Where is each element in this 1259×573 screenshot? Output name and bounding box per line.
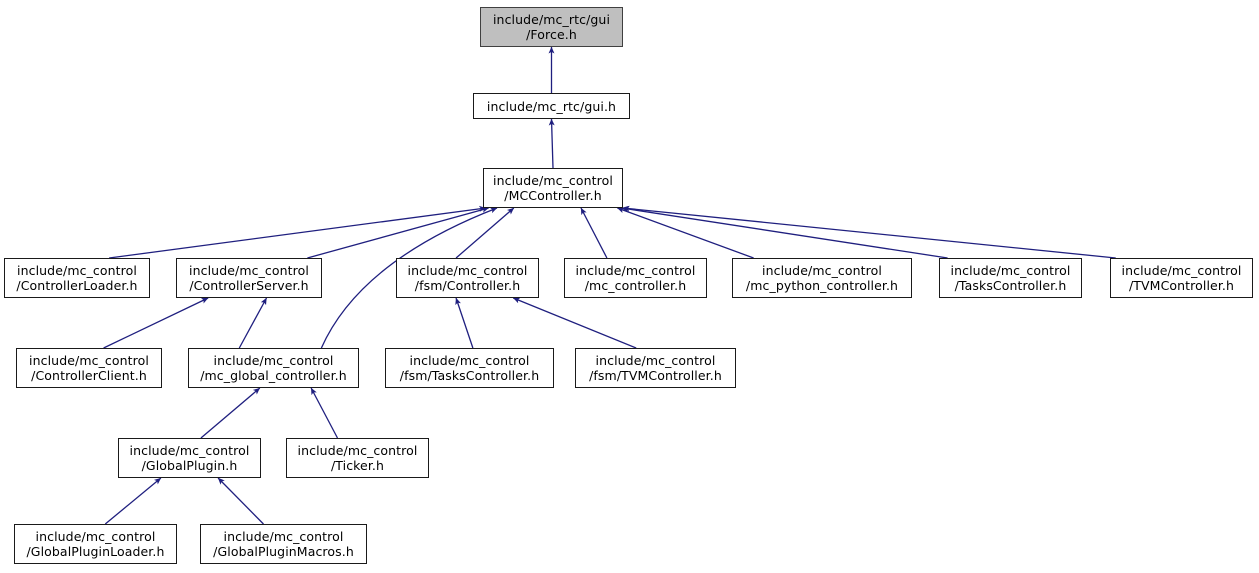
graph-edge-mcpython-to-mccontroller xyxy=(617,207,754,259)
graph-node-label: include/mc_control /MCController.h xyxy=(493,173,613,203)
graph-node-label: include/mc_control /GlobalPluginMacros.h xyxy=(213,529,354,559)
graph-node-label: include/mc_control /ControllerClient.h xyxy=(29,353,149,383)
graph-node-label: include/mc_control /mc_python_controller… xyxy=(745,263,899,293)
graph-edge-ticker-to-mcglobal xyxy=(310,387,339,439)
graph-edge-fsmtasks-to-fsmcontroller xyxy=(455,297,474,349)
graph-node-globalpluginmacros[interactable]: include/mc_control /GlobalPluginMacros.h xyxy=(200,524,367,564)
graph-node-label: include/mc_control /mc_global_controller… xyxy=(200,353,347,383)
graph-edge-globalpluginloader-to-globalplugin xyxy=(104,477,162,525)
graph-node-label: include/mc_control /Ticker.h xyxy=(297,443,418,473)
graph-node-label: include/mc_control /GlobalPluginLoader.h xyxy=(26,529,165,559)
graph-node-fsmtvm[interactable]: include/mc_control /fsm/TVMController.h xyxy=(575,348,736,388)
graph-node-tvmcontroller[interactable]: include/mc_control /TVMController.h xyxy=(1110,258,1253,298)
graph-node-force[interactable]: include/mc_rtc/gui /Force.h xyxy=(480,7,623,47)
graph-node-ticker[interactable]: include/mc_control /Ticker.h xyxy=(286,438,429,478)
graph-node-taskscontroller[interactable]: include/mc_control /TasksController.h xyxy=(939,258,1082,298)
graph-edge-controllerserver-to-mccontroller xyxy=(307,206,489,259)
graph-edge-mccontroller-to-gui xyxy=(548,118,555,169)
graph-edge-fsmcontroller-to-mccontroller xyxy=(455,207,515,259)
graph-edge-globalplugin-to-mcglobal xyxy=(200,387,261,439)
graph-node-label: include/mc_control /TVMController.h xyxy=(1121,263,1242,293)
graph-edge-controllerclient-to-controllerserver xyxy=(103,297,209,349)
graph-node-globalpluginloader[interactable]: include/mc_control /GlobalPluginLoader.h xyxy=(14,524,177,564)
graph-node-label: include/mc_control /mc_controller.h xyxy=(575,263,696,293)
graph-edge-controllerloader-to-mccontroller xyxy=(109,205,487,259)
graph-node-fsmcontroller[interactable]: include/mc_control /fsm/Controller.h xyxy=(396,258,539,298)
graph-node-mcglobal[interactable]: include/mc_control /mc_global_controller… xyxy=(188,348,359,388)
graph-node-label: include/mc_control /ControllerLoader.h xyxy=(16,263,138,293)
graph-node-gui[interactable]: include/mc_rtc/gui.h xyxy=(473,93,630,119)
graph-edge-globalpluginmacros-to-globalplugin xyxy=(217,477,264,525)
graph-node-controllerclient[interactable]: include/mc_control /ControllerClient.h xyxy=(16,348,162,388)
graph-edge-tvmcontroller-to-mccontroller xyxy=(622,205,1116,259)
graph-edge-taskscontroller-to-mccontroller xyxy=(621,206,948,259)
graph-node-label: include/mc_rtc/gui.h xyxy=(486,98,617,114)
graph-node-label: include/mc_control /TasksController.h xyxy=(950,263,1071,293)
graph-node-controllerloader[interactable]: include/mc_control /ControllerLoader.h xyxy=(4,258,150,298)
graph-edge-fsmtvm-to-fsmcontroller xyxy=(513,297,637,349)
graph-edge-mcglobal-to-controllerserver xyxy=(238,297,268,349)
graph-node-fsmtasks[interactable]: include/mc_control /fsm/TasksController.… xyxy=(385,348,554,388)
graph-edge-mc_controller-to-mccontroller xyxy=(580,207,608,259)
graph-node-mccontroller[interactable]: include/mc_control /MCController.h xyxy=(483,168,623,208)
graph-node-mc_controller[interactable]: include/mc_control /mc_controller.h xyxy=(564,258,707,298)
graph-node-globalplugin[interactable]: include/mc_control /GlobalPlugin.h xyxy=(118,438,261,478)
graph-node-label: include/mc_control /fsm/TVMController.h xyxy=(589,353,722,383)
graph-node-label: include/mc_control /ControllerServer.h xyxy=(189,263,309,293)
graph-node-label: include/mc_control /fsm/TasksController.… xyxy=(399,353,540,383)
graph-node-mcpython[interactable]: include/mc_control /mc_python_controller… xyxy=(732,258,912,298)
graph-node-label: include/mc_control /fsm/Controller.h xyxy=(407,263,528,293)
graph-node-controllerserver[interactable]: include/mc_control /ControllerServer.h xyxy=(176,258,322,298)
graph-node-label: include/mc_rtc/gui /Force.h xyxy=(492,12,611,42)
graph-node-label: include/mc_control /GlobalPlugin.h xyxy=(129,443,250,473)
